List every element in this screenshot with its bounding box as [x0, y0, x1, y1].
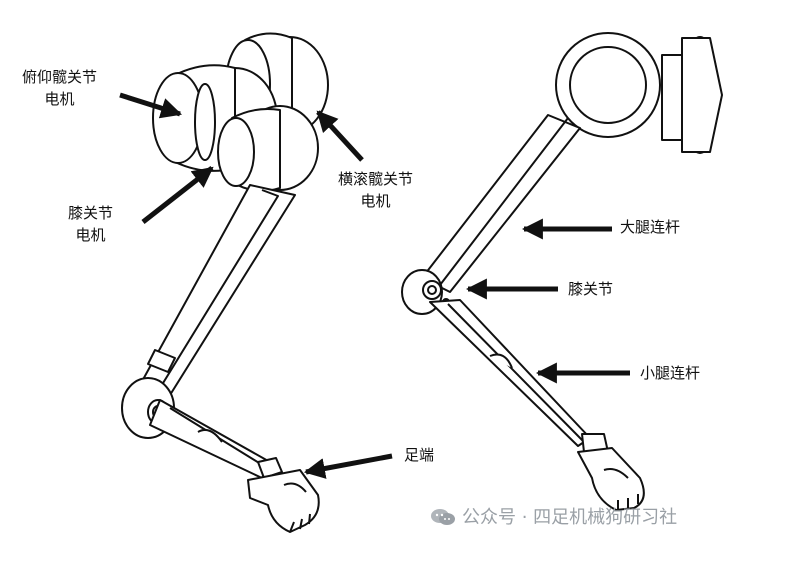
left-shank-link — [149, 399, 271, 479]
right-leg-assembly — [401, 32, 723, 511]
right-hip-motor — [661, 36, 723, 154]
left-foot — [247, 457, 320, 533]
right-foot — [577, 433, 645, 511]
arrow-foot — [303, 453, 393, 479]
label-knee-motor: 膝关节 电机 — [68, 204, 114, 244]
right-thigh-link — [421, 114, 581, 293]
arrow-pitch-hip-motor — [119, 92, 183, 119]
arrow-knee-motor — [141, 166, 214, 224]
knee-motor — [217, 105, 319, 192]
right-hip-ring — [555, 32, 661, 138]
label-pitch-hip-motor: 俯仰髋关节 电机 — [22, 68, 98, 108]
left-leg-assembly — [121, 32, 329, 533]
left-thigh-link — [139, 184, 296, 396]
callout-arrows — [119, 92, 630, 479]
label-foot: 足端 — [404, 446, 435, 464]
wechat-icon — [431, 509, 455, 525]
label-roll-hip-motor: 横滚髋关节 电机 — [338, 170, 414, 210]
label-shank-link: 小腿连杆 — [640, 364, 701, 382]
watermark: 公众号 · 四足机械狗研习社 — [430, 503, 677, 529]
arrow-roll-hip-motor — [316, 110, 364, 162]
watermark-text: 公众号 · 四足机械狗研习社 — [462, 507, 678, 528]
label-thigh-link: 大腿连杆 — [620, 218, 681, 236]
label-knee-joint: 膝关节 — [568, 280, 614, 298]
